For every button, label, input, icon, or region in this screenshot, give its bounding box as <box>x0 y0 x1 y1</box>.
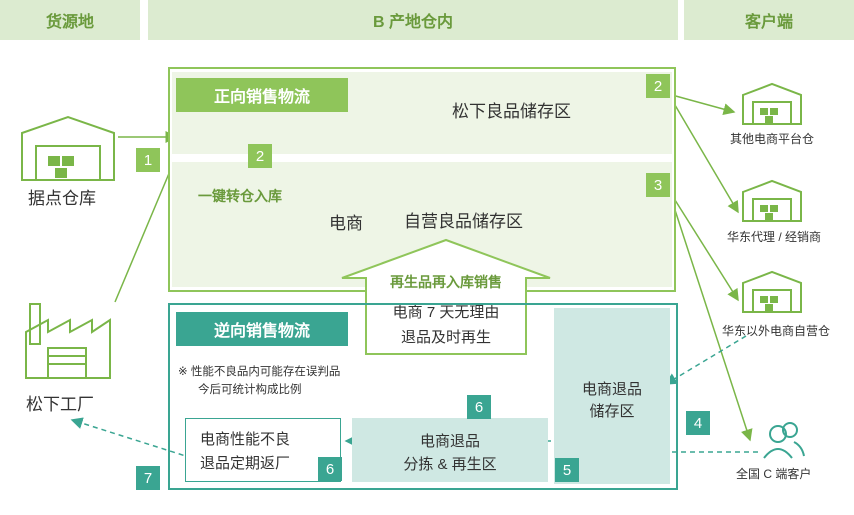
people-icon <box>763 422 805 459</box>
sorting-line1: 电商退品 <box>419 433 480 450</box>
regen-line1: 电商 7 天无理由 <box>392 304 500 321</box>
agent-label: 华东代理 / 经销商 <box>727 230 822 244</box>
note-line2: 今后可统计构成比例 <box>198 384 302 396</box>
return-storage-panel <box>554 308 670 484</box>
warehouse-label: 据点仓库 <box>28 189 96 208</box>
consumer-label: 全国 C 端客户 <box>736 467 812 481</box>
defect-panel <box>185 418 341 482</box>
header-customer: 客户端 <box>684 0 854 40</box>
step-4: 4 <box>686 411 710 435</box>
storage-a-label: 松下良品储存区 <box>452 102 571 121</box>
reverse-zone <box>168 303 678 490</box>
self-op-label: 华东以外电商自营仓 <box>722 324 831 338</box>
note-line1: ※ 性能不良品内可能存在误判品 <box>178 366 341 378</box>
defect-line2: 退品定期返厂 <box>200 455 291 472</box>
warehouse-icon <box>742 82 802 125</box>
ec-label: 电商 <box>329 214 363 233</box>
step-1: 1 <box>136 148 160 172</box>
platform-label: 其他电商平台仓 <box>730 132 815 146</box>
warehouse-icon <box>742 179 802 222</box>
step-6-return: 6 <box>318 457 342 481</box>
step-2: 2 <box>646 74 670 98</box>
sorting-panel <box>352 418 548 482</box>
reverse-title: 逆向销售物流 <box>176 312 348 346</box>
step-3: 3 <box>646 173 670 197</box>
factory-icon <box>25 303 111 379</box>
return-storage-line2: 储存区 <box>589 403 635 420</box>
warehouse-icon <box>21 115 115 181</box>
header-source: 货源地 <box>0 0 140 40</box>
transfer-label: 一键转仓入库 <box>198 188 282 204</box>
defect-line1: 电商性能不良 <box>200 431 291 448</box>
step-2-transfer: 2 <box>248 144 272 168</box>
regen-title: 再生品再入库销售 <box>390 274 502 290</box>
factory-label: 松下工厂 <box>26 395 94 414</box>
regen-house <box>341 238 551 355</box>
step-7: 7 <box>136 466 160 490</box>
regen-line2: 退品及时再生 <box>400 329 491 346</box>
header-warehouse: B 产地仓内 <box>148 0 678 40</box>
sorting-line2: 分拣 & 再生区 <box>403 456 497 473</box>
warehouse-icon <box>742 270 802 313</box>
return-storage-line1: 电商退品 <box>581 381 642 398</box>
step-6: 6 <box>467 395 491 419</box>
storage-b-label: 自营良品储存区 <box>404 212 523 231</box>
forward-title: 正向销售物流 <box>176 78 348 112</box>
step-5: 5 <box>555 458 579 482</box>
